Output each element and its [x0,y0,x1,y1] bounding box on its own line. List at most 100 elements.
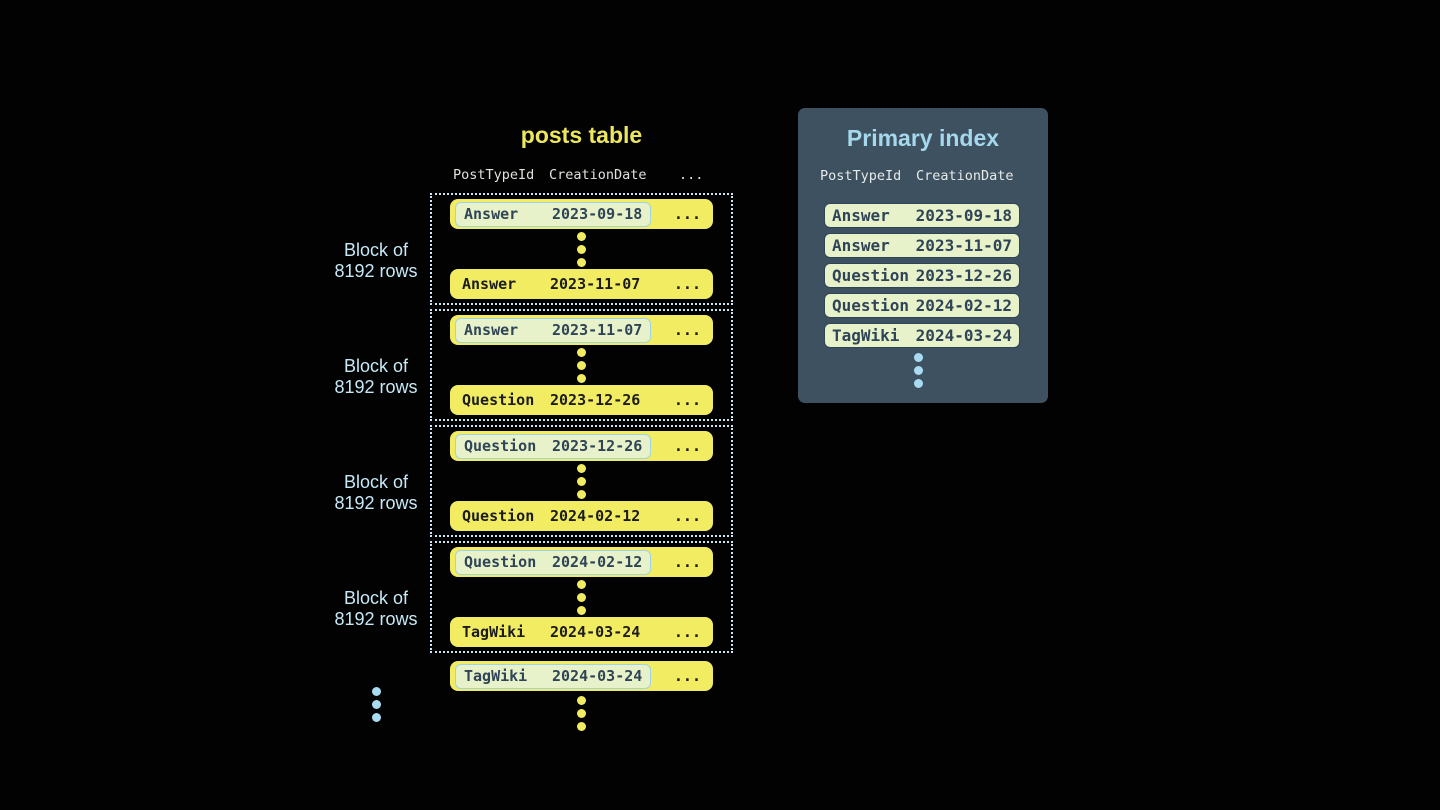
ellipsis-dot [914,353,923,362]
cell-posttypeid: Answer [464,205,519,223]
block-label-line2: 8192 rows [334,609,418,629]
ellipsis-dot [577,476,586,486]
table-row: Question 2023-12-26... [450,385,713,415]
index-column-header-posttypeid: PostTypeId [820,168,902,184]
cell-creationdate: 2024-03-24 [552,667,643,685]
block-label-line2: 8192 rows [334,493,418,513]
ellipsis-dot [577,463,586,473]
index-row: Answer 2023-11-07 [824,233,1020,258]
index-more-rows-ellipsis-dots [914,353,923,388]
primary-index-column-headers: PostTypeId CreationDate [820,168,1014,184]
column-header-creationdate: CreationDate [549,167,647,183]
indexed-entry-highlight: Question 2023-12-26 [455,433,652,459]
column-header-posttypeid: PostTypeId [453,167,535,183]
cell-creationdate: 2023-12-26 [552,437,643,455]
cell-ellipsis: ... [673,321,701,339]
row-block-1: Answer 2023-09-18... Answer 2023-11-07... [430,193,733,305]
posts-table-title: posts table [520,122,643,148]
block-label-line1: Block of [343,588,409,608]
cell-creationdate: 2023-12-26 [915,266,1012,285]
cell-ellipsis: ... [673,391,701,409]
primary-index-panel: Primary index PostTypeId CreationDate An… [798,108,1048,403]
ellipsis-dot [914,366,923,375]
index-column-header-creationdate: CreationDate [916,168,1014,184]
ellipsis-dot [577,489,586,499]
cell-ellipsis: ... [673,553,701,571]
ellipsis-dot [577,709,586,718]
cell-posttypeid: Answer [462,275,517,293]
ellipsis-dot [577,360,586,370]
ellipsis-dot [577,347,586,357]
column-header-ellipsis: ... [679,167,704,183]
table-row-indexed: Answer 2023-09-18... [450,199,713,229]
cell-creationdate: 2023-09-18 [552,205,643,223]
more-blocks-ellipsis-dots [372,687,381,722]
cell-ellipsis: ... [673,205,701,223]
index-row: TagWiki 2024-03-24 [824,323,1020,348]
cell-posttypeid: TagWiki [462,623,526,641]
cell-creationdate: 2024-03-24 [915,326,1012,345]
row-block-3: Question 2023-12-26... Question 2024-02-12.… [430,425,733,537]
cell-posttypeid: Question [464,553,537,571]
table-row-indexed: Question 2023-12-26... [450,431,713,461]
ellipsis-dot [577,244,586,254]
block-label-line2: 8192 rows [334,377,418,397]
cell-creationdate: 2023-11-07 [550,275,641,293]
block-label-line1: Block of [343,472,409,492]
cell-creationdate: 2024-02-12 [550,507,641,525]
cell-creationdate: 2023-11-07 [552,321,643,339]
block-label-line2: 8192 rows [334,261,418,281]
more-rows-ellipsis-dots [577,696,586,731]
ellipsis-dot [577,579,586,589]
cell-ellipsis: ... [673,623,701,641]
cell-posttypeid: Question [462,507,535,525]
cell-posttypeid: TagWiki [832,326,900,345]
hidden-rows-ellipsis-dots [577,463,586,499]
cell-creationdate: 2023-11-07 [915,236,1012,255]
cell-ellipsis: ... [673,437,701,455]
ellipsis-dot [577,696,586,705]
ellipsis-dot [372,713,381,722]
hidden-rows-ellipsis-dots [577,347,586,383]
ellipsis-dot [577,605,586,615]
table-row: Question 2024-02-12... [450,501,713,531]
ellipsis-dot [577,592,586,602]
cell-posttypeid: Answer [832,236,890,255]
cell-posttypeid: Question [464,437,537,455]
cell-creationdate: 2023-12-26 [550,391,641,409]
cell-ellipsis: ... [673,507,701,525]
cell-posttypeid: Question [832,266,910,285]
cell-creationdate: 2024-03-24 [550,623,641,641]
hidden-rows-ellipsis-dots [577,579,586,615]
index-row: Question 2023-12-26 [824,263,1020,288]
block-label-line1: Block of [343,356,409,376]
ellipsis-dot [577,373,586,383]
cell-posttypeid: Question [832,296,910,315]
cell-posttypeid: Answer [832,206,890,225]
hidden-rows-ellipsis-dots [577,231,586,267]
cell-posttypeid: Question [462,391,535,409]
ellipsis-dot [372,687,381,696]
primary-index-title: Primary index [846,125,1000,151]
table-row: TagWiki 2024-03-24... [450,617,713,647]
cell-ellipsis: ... [673,275,701,293]
ellipsis-dot [577,722,586,731]
table-row: Answer 2023-11-07... [450,269,713,299]
ellipsis-dot [372,700,381,709]
